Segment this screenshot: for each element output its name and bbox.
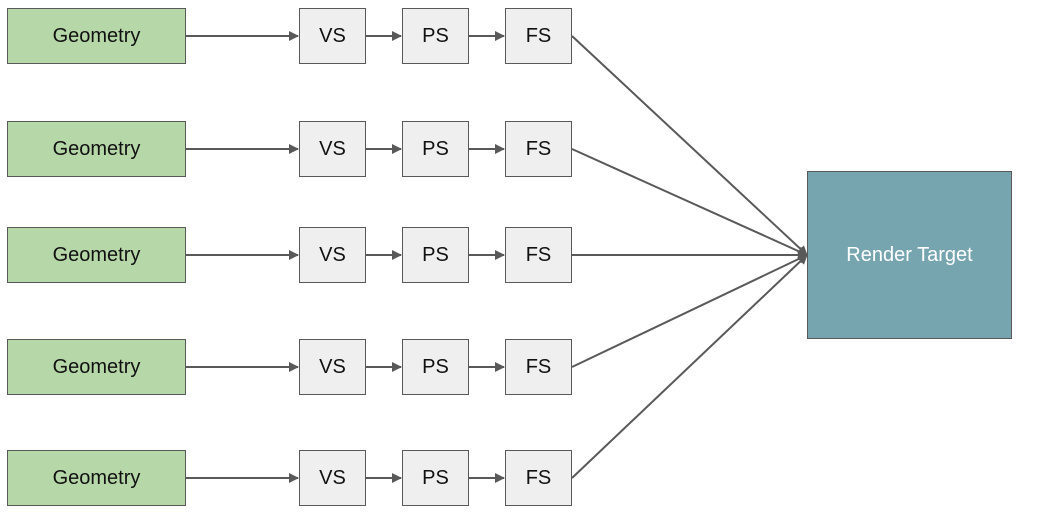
fs-to-target-arrow xyxy=(571,148,808,256)
geometry-label: Geometry xyxy=(52,355,141,378)
ps-label: PS xyxy=(422,243,449,266)
fs-box: FS xyxy=(505,227,572,283)
fs-label: FS xyxy=(525,466,552,489)
geometry-box: Geometry xyxy=(7,8,186,64)
fs-label: FS xyxy=(525,137,552,160)
vs-label: VS xyxy=(319,243,346,266)
ps-label: PS xyxy=(422,355,449,378)
fs-box: FS xyxy=(505,121,572,177)
ps-label: PS xyxy=(422,137,449,160)
ps-box: PS xyxy=(402,121,469,177)
vs-label: VS xyxy=(319,137,346,160)
vs-box: VS xyxy=(299,227,366,283)
ps-box: PS xyxy=(402,8,469,64)
fs-to-target-arrow xyxy=(571,254,808,479)
geometry-label: Geometry xyxy=(52,137,141,160)
fs-box: FS xyxy=(505,450,572,506)
geometry-box: Geometry xyxy=(7,339,186,395)
render-target-box: Render Target xyxy=(807,171,1012,339)
fs-label: FS xyxy=(525,24,552,47)
vs-box: VS xyxy=(299,450,366,506)
geometry-box: Geometry xyxy=(7,450,186,506)
ps-label: PS xyxy=(422,466,449,489)
ps-box: PS xyxy=(402,450,469,506)
fs-box: FS xyxy=(505,8,572,64)
geometry-label: Geometry xyxy=(52,243,141,266)
geometry-box: Geometry xyxy=(7,227,186,283)
geometry-box: Geometry xyxy=(7,121,186,177)
vs-box: VS xyxy=(299,121,366,177)
fs-to-target-arrow xyxy=(571,254,808,368)
fs-box: FS xyxy=(505,339,572,395)
geometry-label: Geometry xyxy=(52,466,141,489)
vs-label: VS xyxy=(319,466,346,489)
vs-label: VS xyxy=(319,355,346,378)
fs-label: FS xyxy=(525,355,552,378)
vs-box: VS xyxy=(299,8,366,64)
fs-label: FS xyxy=(525,243,552,266)
render-target-label: Render Target xyxy=(846,243,973,266)
fs-to-target-arrow xyxy=(571,35,808,256)
ps-box: PS xyxy=(402,227,469,283)
ps-label: PS xyxy=(422,24,449,47)
geometry-label: Geometry xyxy=(52,24,141,47)
ps-box: PS xyxy=(402,339,469,395)
vs-label: VS xyxy=(319,24,346,47)
vs-box: VS xyxy=(299,339,366,395)
